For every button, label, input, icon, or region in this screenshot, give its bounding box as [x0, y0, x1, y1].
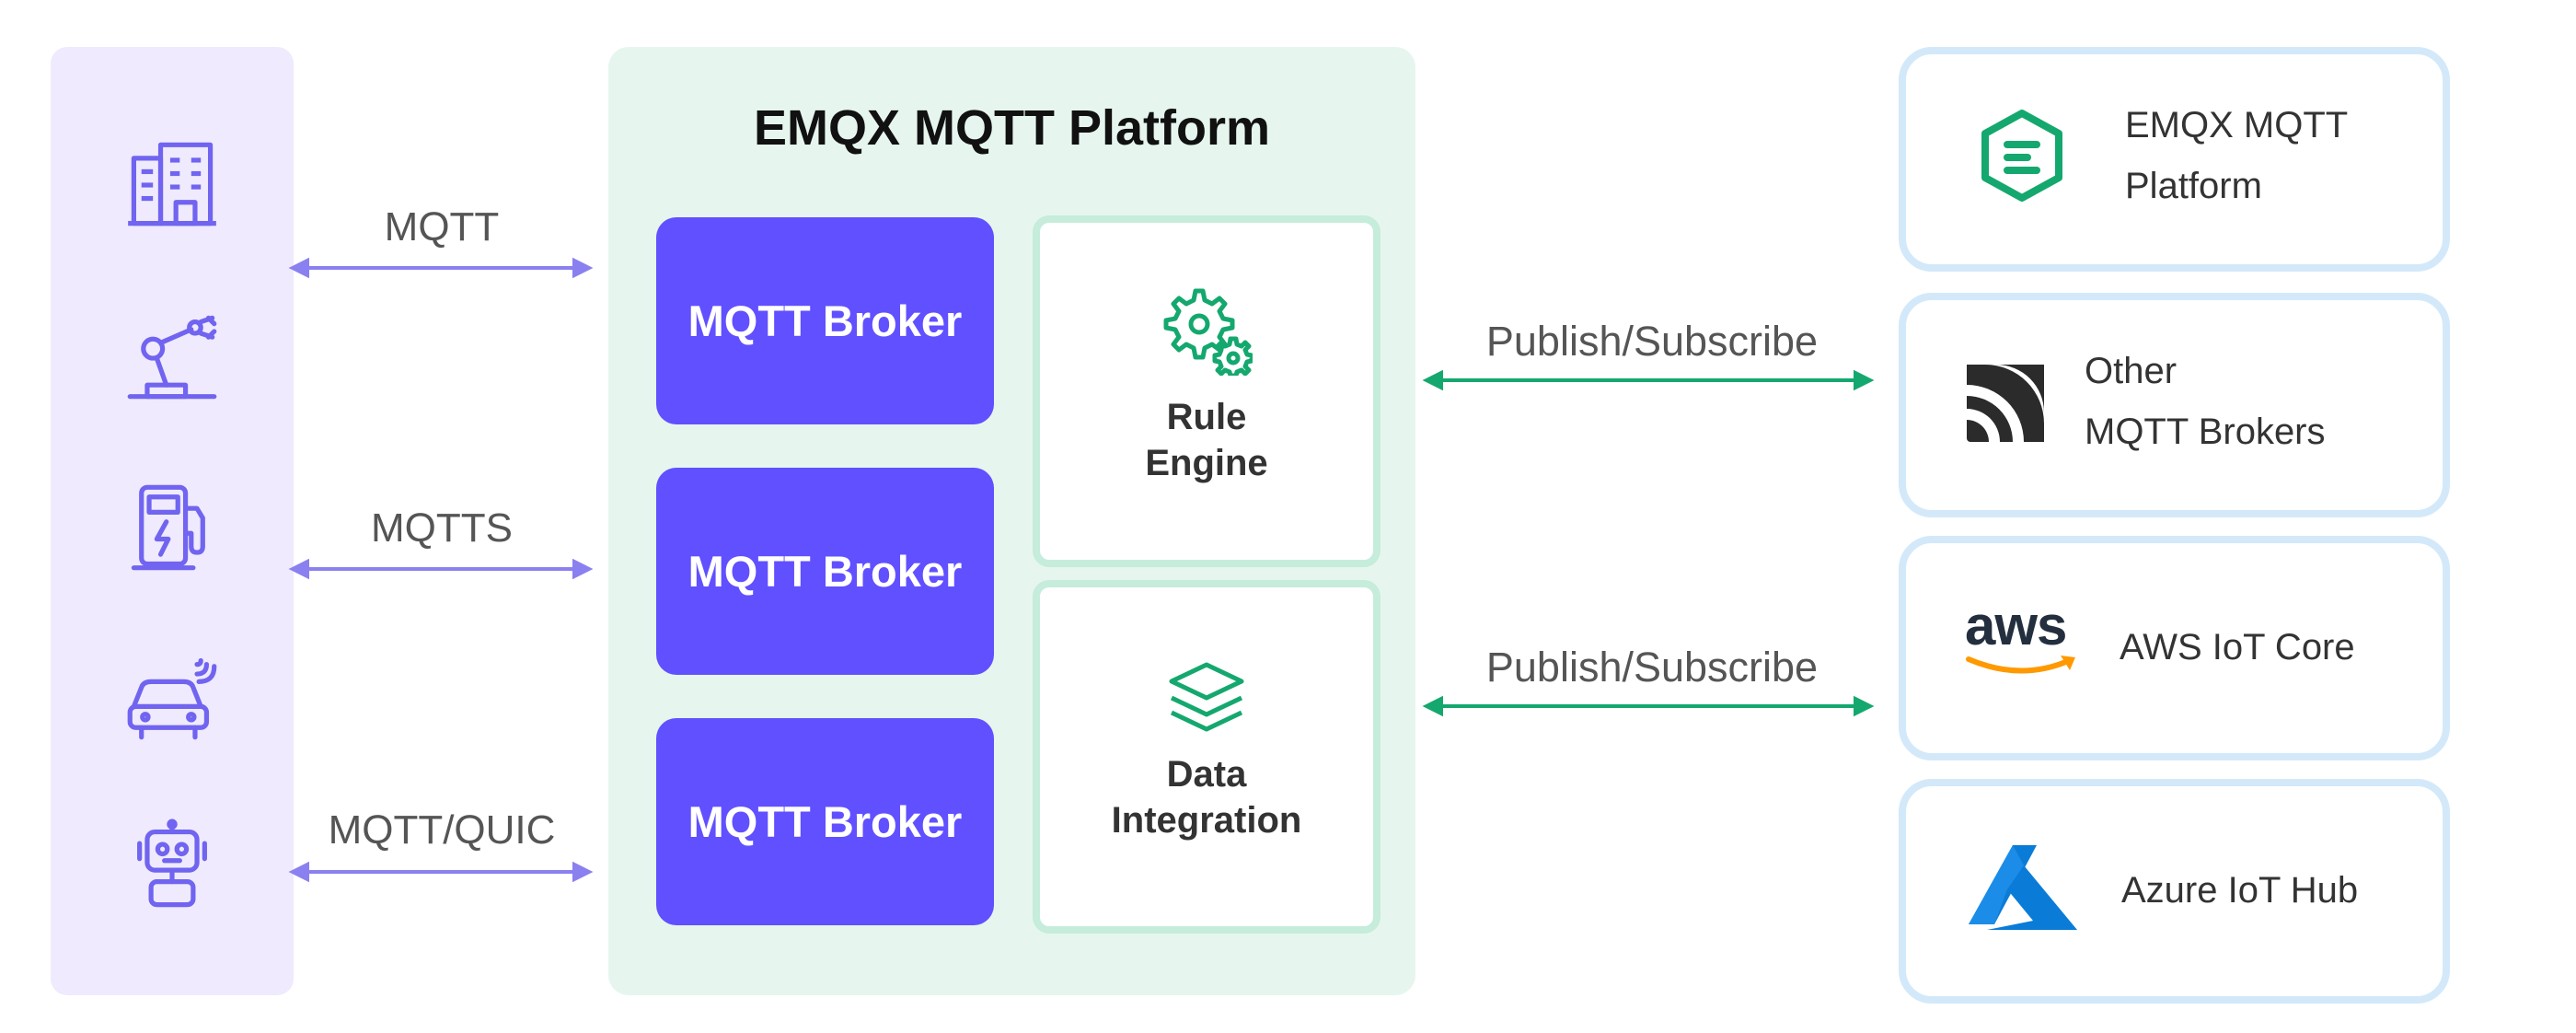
devices-panel	[51, 47, 294, 995]
azure-logo-icon	[1969, 841, 2079, 934]
data-integration-box: Data Integration	[1033, 580, 1380, 934]
target-other-line2: MQTT Brokers	[2085, 412, 2326, 452]
bridge-label-bottom: Publish/Subscribe	[1485, 644, 1819, 691]
target-azure-iot-hub: Azure IoT Hub	[1899, 779, 2450, 1004]
platform-title: EMQX MQTT Platform	[753, 100, 1270, 156]
building-icon	[124, 137, 220, 233]
target-aws-iot-core: aws AWS IoT Core	[1899, 536, 2450, 760]
protocol-label-mqtt: MQTT	[384, 204, 500, 250]
mqtt-broker-3: MQTT Broker	[656, 718, 994, 925]
bridge-arrow-bottom	[1422, 695, 1875, 717]
emqx-logo-icon	[1978, 108, 2066, 203]
bridge-arrow-top	[1422, 369, 1875, 391]
bridge-label-top: Publish/Subscribe	[1485, 318, 1819, 365]
rule-engine-label-line2: Engine	[1145, 443, 1268, 483]
data-integration-label-line1: Data	[1166, 754, 1247, 795]
robot-arm-icon	[124, 308, 220, 404]
rule-engine-box: Rule Engine	[1033, 215, 1380, 567]
mqtt-logo-icon	[1967, 365, 2044, 442]
layers-icon	[1168, 661, 1245, 735]
target-emqx-line1: EMQX MQTT	[2125, 105, 2349, 145]
protocol-label-mqtt-quic: MQTT/QUIC	[328, 807, 556, 853]
target-emqx-line2: Platform	[2125, 166, 2262, 206]
charging-station-icon	[124, 480, 220, 575]
rule-engine-label-line1: Rule	[1166, 397, 1247, 437]
target-emqx-platform: EMQX MQTT Platform	[1899, 47, 2450, 272]
protocol-label-mqtts: MQTTS	[371, 505, 513, 551]
data-integration-label-line2: Integration	[1111, 800, 1302, 841]
gears-icon	[1161, 284, 1254, 378]
target-other-brokers: Other MQTT Brokers	[1899, 293, 2450, 517]
mqtt-broker-2: MQTT Broker	[656, 468, 994, 675]
aws-logo-text: aws	[1965, 595, 2067, 656]
robot-icon	[124, 818, 220, 914]
mqtt-broker-1: MQTT Broker	[656, 217, 994, 424]
connected-car-icon	[124, 649, 220, 745]
protocol-arrow-mqtt	[288, 257, 594, 279]
target-aws-label: AWS IoT Core	[2120, 627, 2355, 667]
target-other-line1: Other	[2085, 351, 2177, 391]
protocol-arrow-mqtts	[288, 558, 594, 580]
target-azure-label: Azure IoT Hub	[2121, 870, 2359, 911]
aws-smile-icon	[1966, 656, 2075, 674]
protocol-arrow-mqtt-quic	[288, 861, 594, 883]
aws-logo-icon: aws	[1965, 598, 2079, 691]
